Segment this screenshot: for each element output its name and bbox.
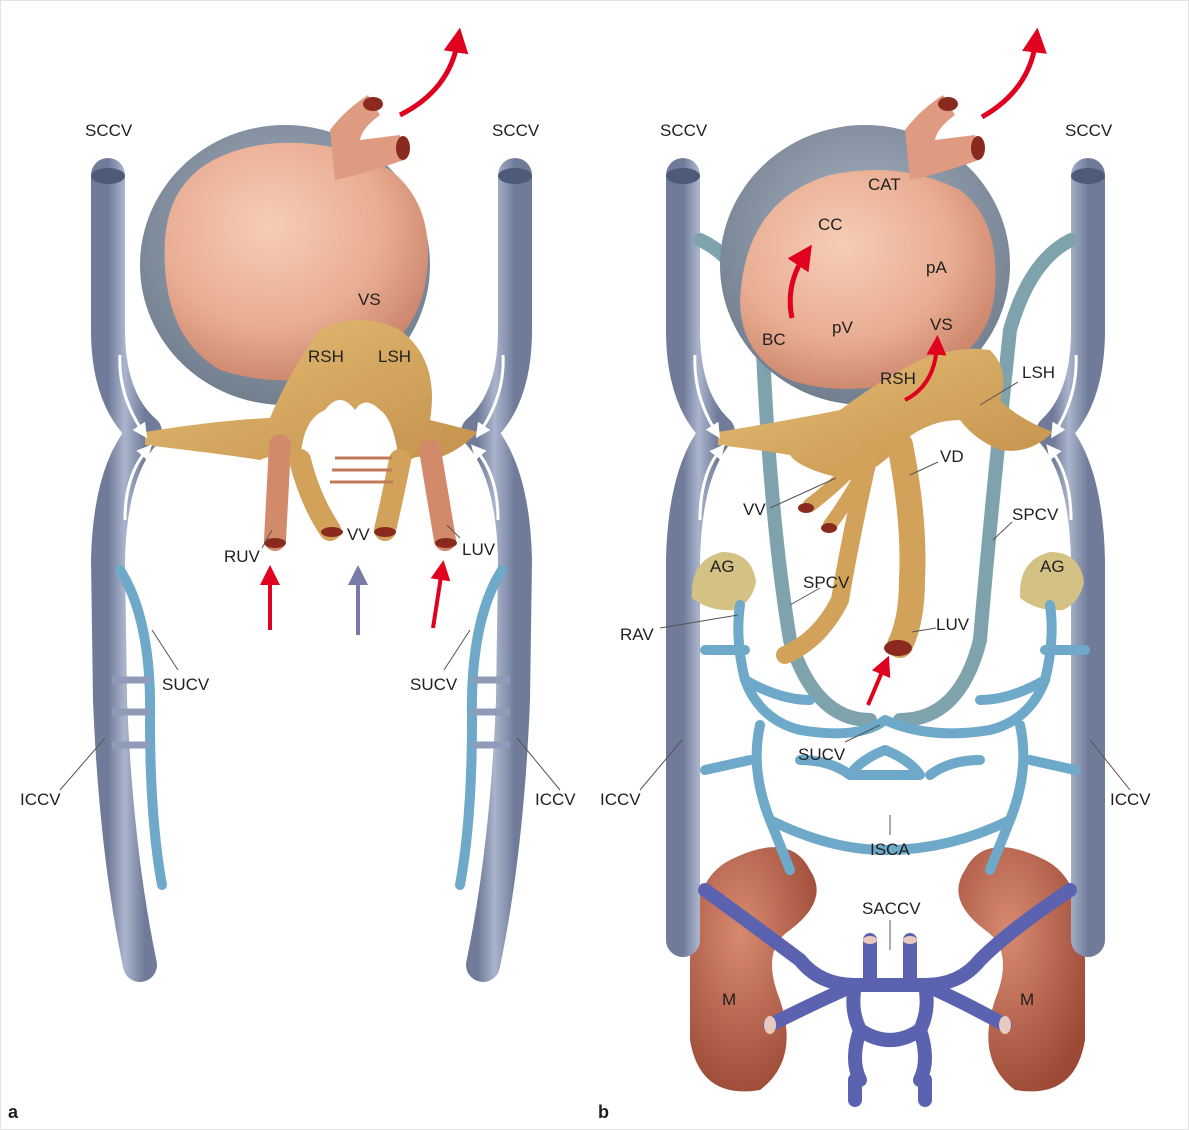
label-a-vv: VV	[347, 525, 370, 544]
panel-a-letter: a	[8, 1102, 19, 1122]
luv-opening	[435, 538, 457, 548]
b-vv-opening-2	[821, 523, 837, 533]
panel-b-letter: b	[598, 1102, 609, 1122]
label-a-sucv-left: SUCV	[162, 675, 210, 694]
label-b-rsh: RSH	[880, 369, 916, 388]
label-a-vs: VS	[358, 290, 381, 309]
label-b-pa: pA	[926, 258, 947, 277]
label-b-vv: VV	[743, 500, 766, 519]
label-b-ag-right: AG	[1040, 557, 1065, 576]
label-b-luv: LUV	[936, 615, 970, 634]
label-b-sucv: SUCV	[798, 745, 846, 764]
label-b-rav: RAV	[620, 625, 654, 644]
b-outflow-arrow	[982, 40, 1036, 117]
label-a-sucv-right: SUCV	[410, 675, 458, 694]
label-b-iccv-left: ICCV	[600, 790, 641, 809]
luv-inflow-arrow	[433, 570, 442, 628]
b-aorta-opening-1	[938, 97, 958, 111]
label-b-m-left: M	[722, 990, 736, 1009]
label-a-iccv-left: ICCV	[20, 790, 61, 809]
label-b-sccv-left: SCCV	[660, 121, 708, 140]
b-right-spcv-tan	[785, 450, 870, 655]
label-b-vd: VD	[940, 447, 964, 466]
right-sccv-opening	[498, 168, 532, 184]
label-b-bc: BC	[762, 330, 786, 349]
vitelline-anastomoses	[330, 458, 393, 482]
b-aorta-opening-2	[971, 136, 985, 160]
label-b-lsh: LSH	[1022, 363, 1055, 382]
right-umbilical-vein	[275, 445, 280, 540]
label-a-rsh: RSH	[308, 347, 344, 366]
label-b-isca: ISCA	[870, 840, 910, 859]
b-right-renal-opening	[999, 1016, 1011, 1034]
b-luv-inflow-arrow	[868, 665, 885, 705]
label-b-saccv: SACCV	[862, 899, 921, 918]
label-b-vs: VS	[930, 315, 953, 334]
right-vitelline-vein	[300, 460, 330, 530]
panel-b: SCCV SCCV CAT CC pA BC pV VS RSH LSH VD …	[598, 40, 1151, 1122]
label-b-sccv-right: SCCV	[1065, 121, 1113, 140]
label-a-iccv-right: ICCV	[535, 790, 576, 809]
label-b-ag-left: AG	[710, 557, 735, 576]
left-sccv-opening	[91, 168, 125, 184]
panel-a-leaders	[60, 525, 560, 790]
label-a-lsh: LSH	[378, 347, 411, 366]
label-a-sccv-right: SCCV	[492, 121, 540, 140]
label-a-ruv: RUV	[224, 547, 261, 566]
b-saccv-opening-1	[863, 936, 877, 944]
b-left-sccv-opening	[666, 168, 700, 184]
label-a-sccv-left: SCCV	[85, 121, 133, 140]
b-saccv-opening-2	[903, 936, 917, 944]
label-b-pv: pV	[832, 318, 853, 337]
rvv-opening	[321, 527, 343, 537]
b-luv-opening	[884, 640, 912, 656]
outflow-arrow	[400, 40, 458, 115]
b-left-renal-opening	[764, 1016, 776, 1034]
b-right-sccv-opening	[1071, 168, 1105, 184]
label-b-cc: CC	[818, 215, 843, 234]
left-cardinal-vein	[108, 175, 145, 965]
label-b-cat: CAT	[868, 175, 901, 194]
b-isca-anastomoses	[870, 780, 905, 815]
aorta-opening-1	[363, 97, 383, 111]
left-umbilical-vein	[430, 450, 445, 540]
label-b-spcv-left: SPCV	[803, 573, 850, 592]
b-vv-opening-1	[798, 503, 814, 513]
label-b-spcv-right: SPCV	[1012, 505, 1059, 524]
left-mesonephros	[690, 847, 817, 1091]
aorta-opening-2	[396, 136, 410, 160]
lvv-opening	[374, 527, 396, 537]
panel-a: SCCV SCCV VS RSH LSH RUV VV LUV SUCV SUC…	[8, 40, 576, 1122]
label-b-m-right: M	[1020, 990, 1034, 1009]
label-a-luv: LUV	[462, 540, 496, 559]
ruv-opening	[264, 538, 286, 548]
label-b-iccv-right: ICCV	[1110, 790, 1151, 809]
